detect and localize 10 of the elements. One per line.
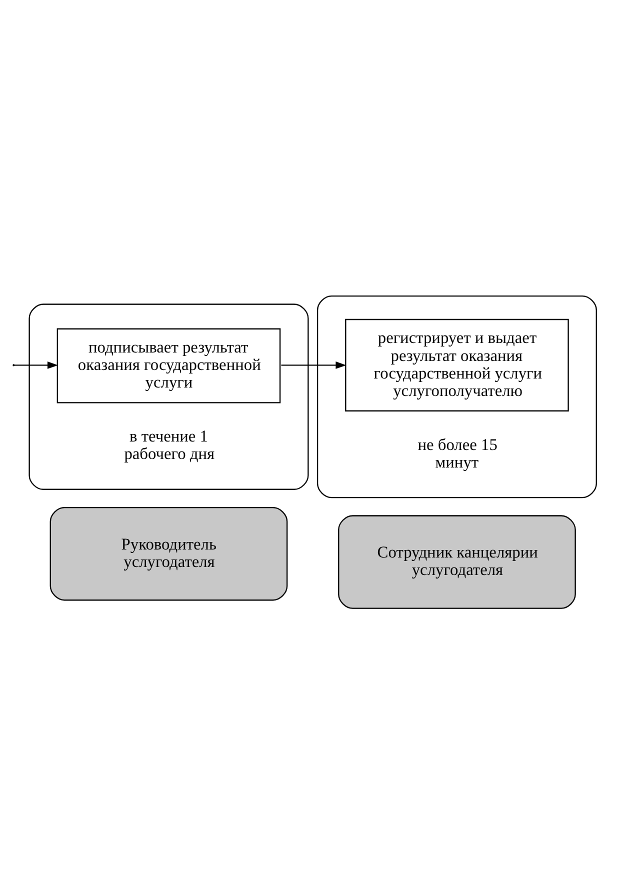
node-box: Сотрудник канцелярии услугодателя (338, 514, 576, 608)
node-label: в течение 1 рабочего дня (124, 426, 215, 463)
node-label: не более 15 минут (418, 434, 498, 471)
node-box: Руководитель услугодателя (50, 506, 288, 600)
cluster (28, 303, 309, 490)
node-box: регистрирует и выдает результат оказания государственной услуги услугополучателю (345, 318, 569, 411)
arrow (14, 361, 58, 368)
arrow (281, 361, 346, 368)
node-box: подписывает результат оказания государственной услуги (56, 328, 281, 403)
cluster (316, 294, 597, 498)
